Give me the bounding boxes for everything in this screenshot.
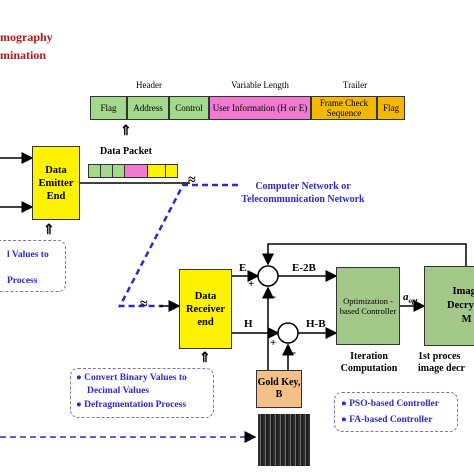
- packet-seg-1: [89, 165, 102, 177]
- data-emitter-label: Data Emitter End: [38, 164, 74, 202]
- signal-h-label: H: [244, 318, 253, 330]
- gold-key-block: Gold Key, B: [256, 370, 302, 408]
- data-packet-strip: [88, 164, 178, 178]
- receiver-step-1: ● Convert Binary Values to: [76, 373, 187, 383]
- sum-junction-e: [257, 265, 279, 287]
- receiver-steps-box: ● Convert Binary Values to Decimal Value…: [70, 368, 214, 418]
- controllers-box: ● PSO-based Controller ● FA-based Contro…: [334, 392, 458, 432]
- frame-field-fcs: Frame Check Sequence: [311, 96, 377, 120]
- receiver-step-1b: Decimal Values: [87, 386, 150, 396]
- receiver-up-arrow: ⇑: [199, 351, 211, 366]
- frame-field-user-info: User Information (H or E): [209, 96, 311, 120]
- controller-option-fa: ● FA-based Controller: [341, 415, 433, 425]
- image-decryption-label: Image Decrypti M: [447, 286, 474, 325]
- receiver-step-2: ● Defragmentation Process: [76, 400, 187, 410]
- signal-e-label: E: [239, 262, 247, 274]
- emitter-step-2: Process: [7, 276, 38, 286]
- iteration-computation-label: Iteration Computation: [340, 351, 398, 374]
- junction-h-plus: +: [270, 337, 277, 349]
- packet-seg-6: [165, 165, 177, 177]
- encrypted-image-thumbnail: [258, 414, 310, 466]
- junction-e-minus: -: [272, 289, 276, 303]
- feedback-loop: [262, 243, 467, 266]
- frame-field-control: Control: [169, 96, 209, 120]
- approx-symbol-bottom: ≈: [140, 297, 148, 312]
- junction-e-plus: +: [248, 278, 255, 290]
- sum-junction-h: [277, 322, 299, 344]
- signal-hb-label: H-B: [306, 318, 326, 330]
- network-label: Computer Network or Telecommunication Ne…: [241, 181, 365, 205]
- signal-e2b-label: E-2B: [292, 262, 316, 274]
- network-dashed-path: [117, 183, 238, 308]
- junction-h-minus: -: [292, 345, 296, 359]
- frame-field-flag-end: Flag: [377, 96, 405, 120]
- title-line-1: mography: [0, 30, 53, 44]
- packet-seg-2: [101, 165, 114, 177]
- frame-field-address: Address: [127, 96, 169, 120]
- data-receiver-label: Data Receiver end: [185, 290, 226, 328]
- title-line-2: mination: [0, 48, 47, 62]
- image-decryption-block: Image Decrypti M: [424, 266, 474, 346]
- approx-symbol-top: ≈: [188, 173, 196, 188]
- data-receiver-block: Data Receiver end: [179, 269, 232, 349]
- frame-up-arrow: ⇑: [120, 124, 132, 139]
- frame-field-flag-start: Flag: [90, 96, 127, 120]
- optimization-controller-block: Optimization -based Controller: [336, 267, 400, 345]
- emitter-step-1: l Values to: [7, 250, 49, 260]
- signal-aopt-label: aopt: [403, 291, 418, 306]
- decryption-caption: 1st proces image decr: [418, 351, 465, 374]
- frame-header-label: Header: [136, 80, 162, 90]
- packet-seg-4: [125, 165, 149, 177]
- frame-variable-label: Variable Length: [231, 80, 289, 90]
- optimization-controller-label: Optimization -based Controller: [339, 296, 397, 316]
- packet-seg-3: [113, 165, 126, 177]
- packet-seg-5: [148, 165, 166, 177]
- diagram-title: mography mination: [0, 28, 53, 64]
- frame-trailer-label: Trailer: [342, 80, 368, 90]
- emitter-steps-box: l Values to Process: [0, 240, 66, 292]
- gold-key-label: Gold Key, B: [257, 377, 301, 400]
- emitter-up-arrow: ⇑: [43, 223, 55, 238]
- data-packet-label: Data Packet: [100, 146, 152, 157]
- controller-option-pso: ● PSO-based Controller: [341, 399, 439, 409]
- data-emitter-block: Data Emitter End: [32, 146, 80, 220]
